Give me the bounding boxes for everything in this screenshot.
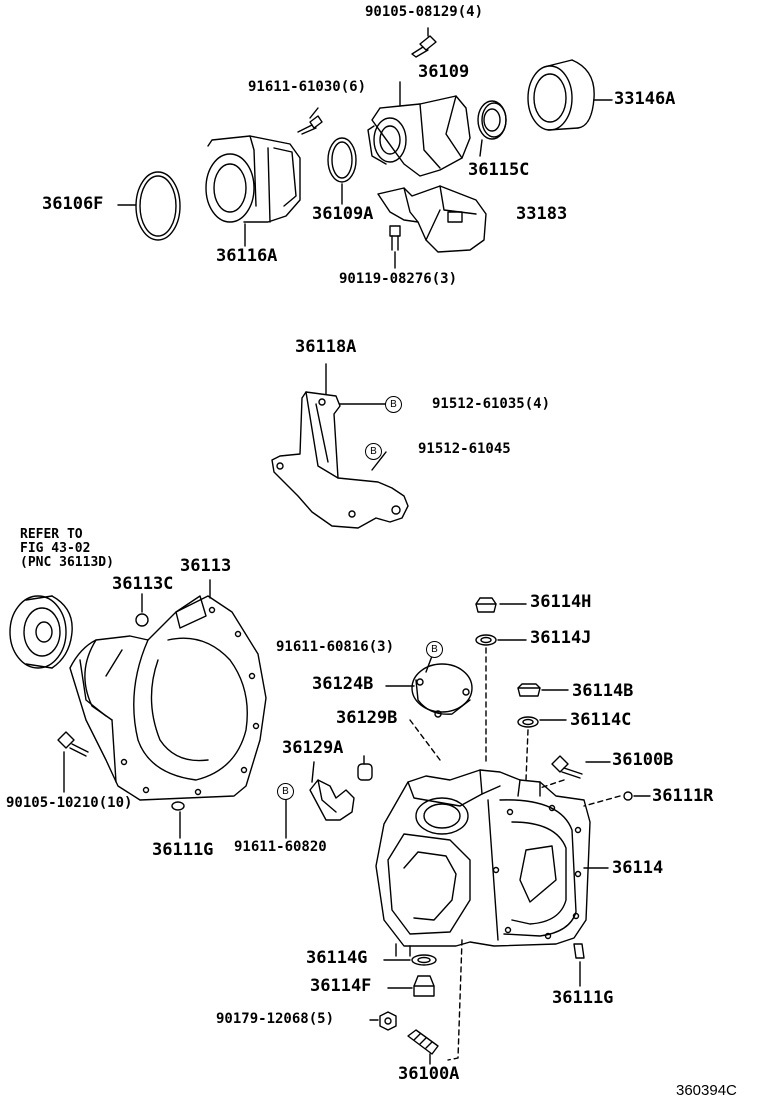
label-36106F: 36106F <box>42 194 104 214</box>
nut-90179-12068 <box>379 1011 397 1031</box>
refer-note-line3: (PNC 36113D) <box>20 555 114 570</box>
case-36114 <box>375 769 591 957</box>
bracket-36129B <box>309 779 355 821</box>
label-36111G-left: 36111G <box>152 840 214 860</box>
label-36114G: 36114G <box>306 948 368 968</box>
label-36114J: 36114J <box>530 628 592 648</box>
label-36118A: 36118A <box>295 337 357 357</box>
callout-b-marker: B <box>277 783 294 800</box>
label-90179-12068: 90179-12068(5) <box>216 1011 335 1027</box>
label-36114B: 36114B <box>572 681 634 701</box>
pin-36111G-left <box>171 801 185 811</box>
label-36111G-right: 36111G <box>552 988 614 1008</box>
label-36115C: 36115C <box>468 160 530 180</box>
label-36116A: 36116A <box>216 246 278 266</box>
label-36129A: 36129A <box>282 738 344 758</box>
bearing-36113D <box>9 595 73 669</box>
label-91611-60820: 91611-60820 <box>234 839 327 855</box>
label-91611-61030: 91611-61030(6) <box>248 79 367 95</box>
label-36100B: 36100B <box>612 750 674 770</box>
cover-36124B <box>411 663 473 718</box>
bolt-91611-61030 <box>297 115 323 135</box>
label-36114F: 36114F <box>310 976 372 996</box>
label-91512-61035: 91512-61035(4) <box>432 396 551 412</box>
housing-36116A <box>205 135 301 223</box>
case-36113 <box>69 595 267 801</box>
label-33183: 33183 <box>516 204 568 224</box>
bolt-90119-08276 <box>389 225 401 251</box>
pin-36111R <box>623 791 633 801</box>
label-36114H: 36114H <box>530 592 592 612</box>
label-91611-60816: 91611-60816(3) <box>276 639 395 655</box>
bracket-36118A <box>271 391 409 529</box>
gasket-36114J <box>475 634 497 646</box>
label-36111R: 36111R <box>652 786 714 806</box>
callout-b-marker: B <box>385 396 402 413</box>
plug-36114B <box>517 683 541 697</box>
label-36109A: 36109A <box>312 204 374 224</box>
sleeve-33146A <box>527 59 595 131</box>
seal-36115C <box>477 100 507 140</box>
bolt-36100B <box>551 755 583 779</box>
callout-b-marker: B <box>426 641 443 658</box>
label-91512-61045: 91512-61045 <box>418 441 511 457</box>
callout-b-marker: B <box>365 443 382 460</box>
plug-36113C <box>135 613 149 627</box>
label-90105-08129: 90105-08129(4) <box>365 4 484 20</box>
refer-note-line1: REFER TO <box>20 527 83 542</box>
o-ring-36109A <box>327 137 357 183</box>
o-ring-36106F <box>135 171 181 241</box>
bolt-90105-08129 <box>411 35 437 58</box>
label-36124B: 36124B <box>312 674 374 694</box>
label-36113: 36113 <box>180 556 232 576</box>
label-36114C: 36114C <box>570 710 632 730</box>
plug-36114F <box>413 975 435 997</box>
adapter-36109 <box>367 95 471 177</box>
label-36100A: 36100A <box>398 1064 460 1084</box>
stud-36100A <box>407 1029 439 1055</box>
label-33146A: 33146A <box>614 89 676 109</box>
label-36113C: 36113C <box>112 574 174 594</box>
plug-36114H <box>475 597 497 613</box>
gasket-36114G <box>411 954 437 966</box>
label-36129B: 36129B <box>336 708 398 728</box>
diagram-code: 360394C <box>676 1082 737 1099</box>
refer-note-line2: FIG 43-02 <box>20 541 91 556</box>
bolt-90105-10210 <box>57 731 89 757</box>
label-36114: 36114 <box>612 858 664 878</box>
label-36109: 36109 <box>418 62 470 82</box>
bracket-33183 <box>377 185 487 253</box>
gasket-36114C <box>517 716 539 728</box>
label-90105-10210: 90105-10210(10) <box>6 795 133 811</box>
label-90119-08276: 90119-08276(3) <box>339 271 458 287</box>
pin-36111G-right <box>573 943 585 959</box>
bushing-36129A <box>357 763 373 781</box>
